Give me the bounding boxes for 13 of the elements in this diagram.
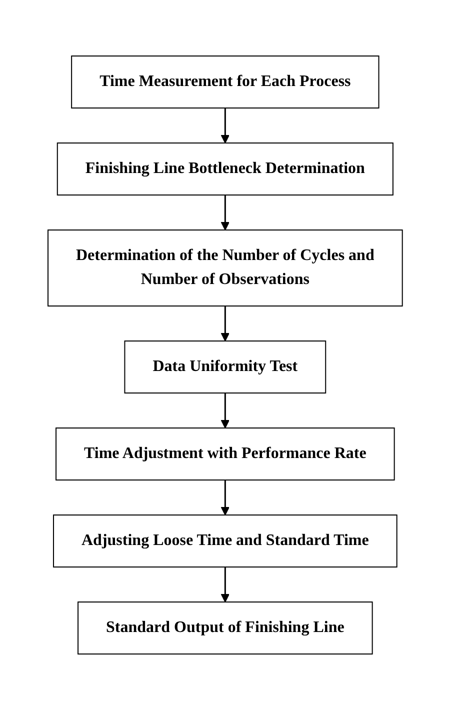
node-box: Time Measurement for Each Process <box>71 56 380 108</box>
arrow <box>221 567 230 602</box>
node-box: Standard Output of Finishing Line <box>78 602 374 654</box>
arrow <box>221 108 230 144</box>
arrow <box>221 195 230 230</box>
arrow <box>221 480 230 516</box>
arrow <box>221 393 230 428</box>
node-box: Data Uniformity Test <box>124 340 326 394</box>
arrow <box>221 306 230 342</box>
node-box: Finishing Line Bottleneck Determination <box>57 142 394 196</box>
node-box: Adjusting Loose Time and Standard Time <box>53 514 398 568</box>
node-box: Determination of the Number of Cycles and Number of Observations <box>48 230 404 306</box>
node-box: Time Adjustment with Performance Rate <box>56 428 396 480</box>
